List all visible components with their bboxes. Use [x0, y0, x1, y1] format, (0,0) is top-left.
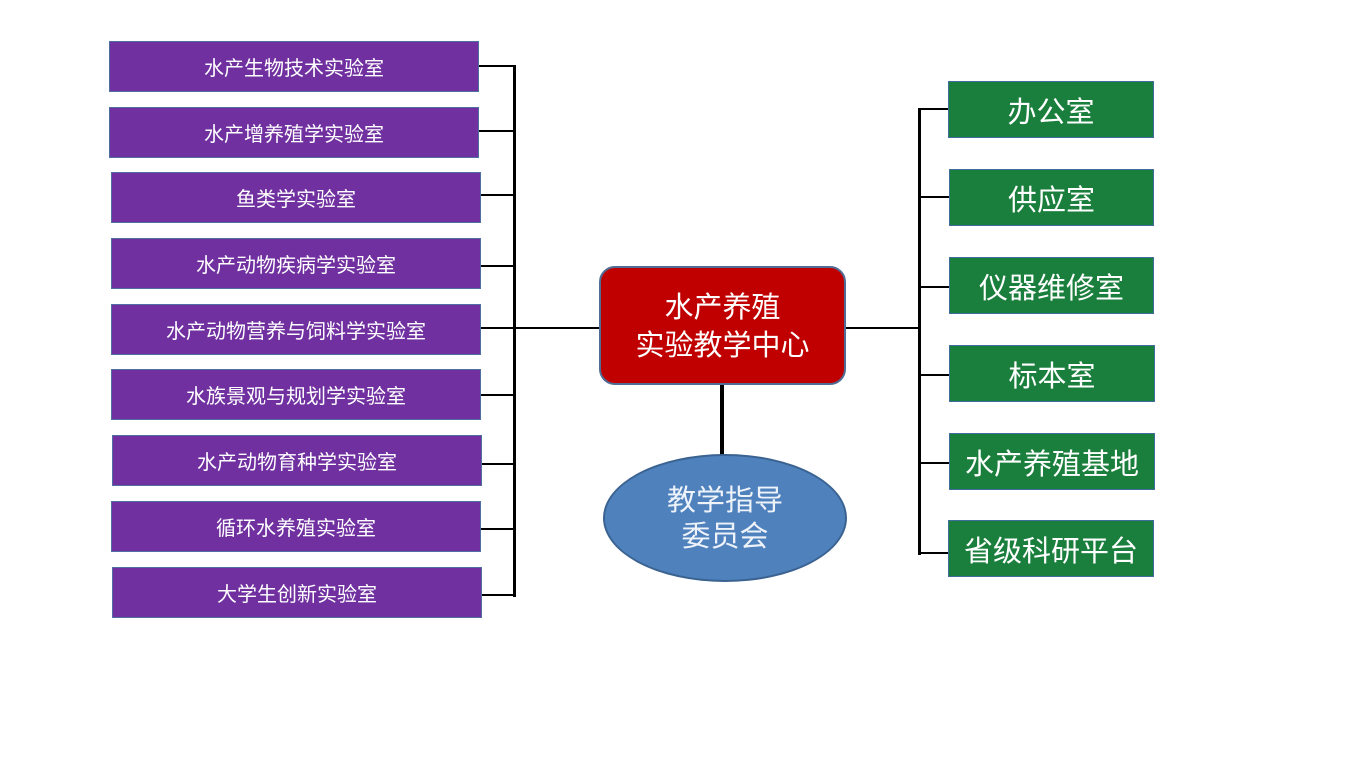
lab-node-label: 水产动物疾病学实验室: [196, 253, 396, 277]
left-branch-line: [480, 528, 515, 530]
right-branch-line: [918, 552, 950, 554]
left-branch-line: [481, 463, 515, 465]
lab-node: 大学生创新实验室: [112, 567, 482, 618]
lab-node: 水产动物育种学实验室: [112, 435, 482, 486]
lab-node: 鱼类学实验室: [111, 172, 481, 223]
lab-node-label: 水产动物营养与饲料学实验室: [166, 319, 426, 343]
committee-node: 教学指导 委员会: [603, 454, 847, 582]
center-node: 水产养殖 实验教学中心: [599, 266, 846, 385]
lab-node: 水产动物疾病学实验室: [111, 238, 481, 289]
lab-node: 水产生物技术实验室: [109, 41, 479, 92]
left-branch-line: [481, 594, 515, 596]
left-branch-line: [478, 130, 515, 132]
committee-node-line2: 委员会: [681, 519, 769, 553]
right-branch-line: [918, 374, 950, 376]
lab-node: 水产增养殖学实验室: [109, 107, 479, 158]
lab-node-label: 水产生物技术实验室: [204, 56, 384, 80]
lab-node: 水族景观与规划学实验室: [111, 369, 481, 420]
lab-node-label: 大学生创新实验室: [217, 582, 377, 606]
right-branch-line: [918, 108, 950, 110]
department-node: 供应室: [949, 169, 1154, 226]
center-right-connector: [844, 327, 920, 329]
department-node-label: 省级科研平台: [963, 533, 1138, 568]
right-branch-line: [918, 286, 950, 288]
department-node: 仪器维修室: [949, 257, 1154, 314]
right-branch-line: [918, 462, 950, 464]
center-node-line2: 实验教学中心: [635, 327, 810, 362]
left-branch-line: [480, 194, 515, 196]
department-node: 省级科研平台: [948, 520, 1154, 577]
center-node-line1: 水产养殖: [664, 289, 781, 324]
right-trunk-line: [918, 108, 921, 555]
left-branch-line: [478, 65, 515, 67]
department-node-label: 办公室: [1007, 94, 1095, 129]
department-node: 水产养殖基地: [949, 433, 1155, 490]
department-node-label: 标本室: [1008, 358, 1096, 393]
lab-node-label: 水族景观与规划学实验室: [186, 384, 406, 408]
lab-node-label: 水产增养殖学实验室: [204, 122, 384, 146]
center-left-connector: [480, 327, 602, 329]
left-branch-line: [480, 394, 515, 396]
right-branch-line: [918, 196, 950, 198]
lab-node: 循环水养殖实验室: [111, 501, 481, 552]
lab-node: 水产动物营养与饲料学实验室: [111, 304, 481, 355]
committee-node-line1: 教学指导: [666, 483, 783, 517]
department-node: 办公室: [948, 81, 1154, 138]
lab-node-label: 循环水养殖实验室: [216, 516, 376, 540]
department-node: 标本室: [949, 345, 1155, 402]
left-trunk-line: [513, 65, 516, 597]
lab-node-label: 水产动物育种学实验室: [197, 450, 397, 474]
lab-node-label: 鱼类学实验室: [236, 187, 356, 211]
left-branch-line: [480, 265, 515, 267]
department-node-label: 水产养殖基地: [964, 446, 1139, 481]
department-node-label: 仪器维修室: [978, 270, 1124, 305]
department-node-label: 供应室: [1007, 182, 1095, 217]
center-committee-connector: [720, 383, 724, 456]
